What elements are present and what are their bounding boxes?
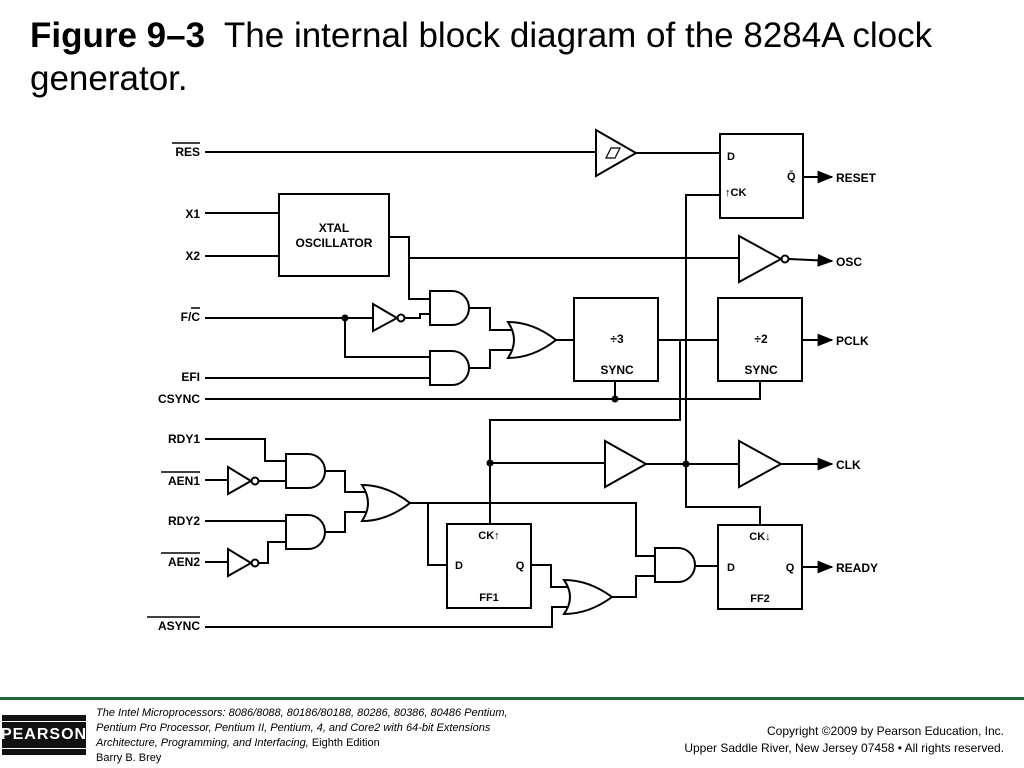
- input-csync-label: CSYNC: [158, 392, 200, 406]
- input-fc-label: F/C: [181, 310, 201, 324]
- fc-inverter: [372, 302, 400, 333]
- ff1-d-label: D: [455, 560, 463, 572]
- output-osc-label: OSC: [836, 255, 862, 269]
- input-aen1-label: AEN1: [168, 474, 200, 488]
- ff2-d-label: D: [727, 562, 735, 574]
- and-gate-osc-select: [429, 290, 470, 326]
- or-gate-clock-select: [506, 320, 558, 360]
- book-author: Barry B. Brey: [96, 752, 162, 764]
- figure-caption: The internal block diagram of the 8284A …: [30, 16, 933, 98]
- or-gate-async: [562, 578, 614, 616]
- osc-output-buffer: [738, 234, 784, 284]
- book-title: The Intel Microprocessors:: [96, 707, 226, 719]
- oscillator-label: OSCILLATOR: [296, 236, 373, 250]
- ff2-q-label: Q: [786, 562, 795, 574]
- book-line-1: 8086/8088, 80186/80188, 80286, 80386, 80…: [228, 707, 508, 719]
- book-line-3: Architecture, Programming, and Interfaci…: [96, 737, 309, 749]
- input-res-label: RES: [175, 145, 200, 159]
- input-aen2-label: AEN2: [168, 555, 200, 569]
- reset-ff-qbar: Q̄: [787, 171, 796, 183]
- div3-label: ÷3: [610, 332, 624, 346]
- and-gate-efi-select: [429, 350, 470, 386]
- input-rdy2-label: RDY2: [168, 514, 200, 528]
- page-title: Figure 9–3 The internal block diagram of…: [30, 14, 1000, 100]
- xtal-label: XTAL: [319, 221, 349, 235]
- block-diagram: RES X1 X2 F/C EFI CSYNC RDY1 AEN1 RDY2 A…: [147, 128, 878, 633]
- and-gate-ready: [654, 547, 696, 583]
- div2-label: ÷2: [754, 332, 768, 346]
- book-edition: Eighth Edition: [311, 737, 380, 749]
- output-pclk-label: PCLK: [836, 334, 869, 348]
- output-ready-label: READY: [836, 561, 878, 575]
- copyright-address: Upper Saddle River, New Jersey 07458 • A…: [684, 741, 1004, 755]
- clk-buffer-1: [604, 439, 649, 489]
- div2-sync-label: SYNC: [744, 363, 778, 377]
- book-line-2: Pentium Pro Processor, Pentium II, Penti…: [96, 722, 491, 734]
- input-rdy1-label: RDY1: [168, 432, 200, 446]
- ff1-name-label: FF1: [479, 592, 499, 604]
- book-reference: The Intel Microprocessors: 8086/8088, 80…: [96, 706, 616, 766]
- input-x1-label: X1: [185, 207, 200, 221]
- output-clk-label: CLK: [836, 458, 861, 472]
- ff1-q-label: Q: [516, 560, 525, 572]
- output-reset-label: RESET: [836, 171, 877, 185]
- ff2-name-label: FF2: [750, 593, 770, 605]
- aen1-inverter: [227, 465, 253, 496]
- ff1-ck-label: CK↑: [478, 530, 499, 542]
- copyright-line: Copyright ©2009 by Pearson Education, In…: [767, 724, 1004, 738]
- input-async-label: ASYNC: [158, 619, 200, 633]
- div3-sync-label: SYNC: [600, 363, 634, 377]
- and-gate-rdy2: [285, 514, 326, 550]
- and-gate-rdy1: [285, 453, 326, 489]
- copyright-block: Copyright ©2009 by Pearson Education, In…: [684, 723, 1004, 757]
- reset-ff-ck: ↑CK: [725, 187, 746, 199]
- input-efi-label: EFI: [181, 370, 200, 384]
- reset-ff-d: D: [727, 151, 735, 163]
- res-schmitt-buffer: [595, 128, 639, 178]
- publisher-logo: PEARSON: [0, 715, 95, 755]
- footer-divider: [0, 697, 1024, 700]
- clk-output-buffer: [738, 439, 784, 489]
- or-gate-ready: [360, 483, 412, 523]
- ff2-ck-label: CK↓: [749, 531, 770, 543]
- xtal-oscillator-block: [278, 193, 390, 277]
- aen2-inverter: [227, 547, 253, 578]
- input-x2-label: X2: [185, 249, 200, 263]
- figure-number: Figure 9–3: [30, 16, 206, 55]
